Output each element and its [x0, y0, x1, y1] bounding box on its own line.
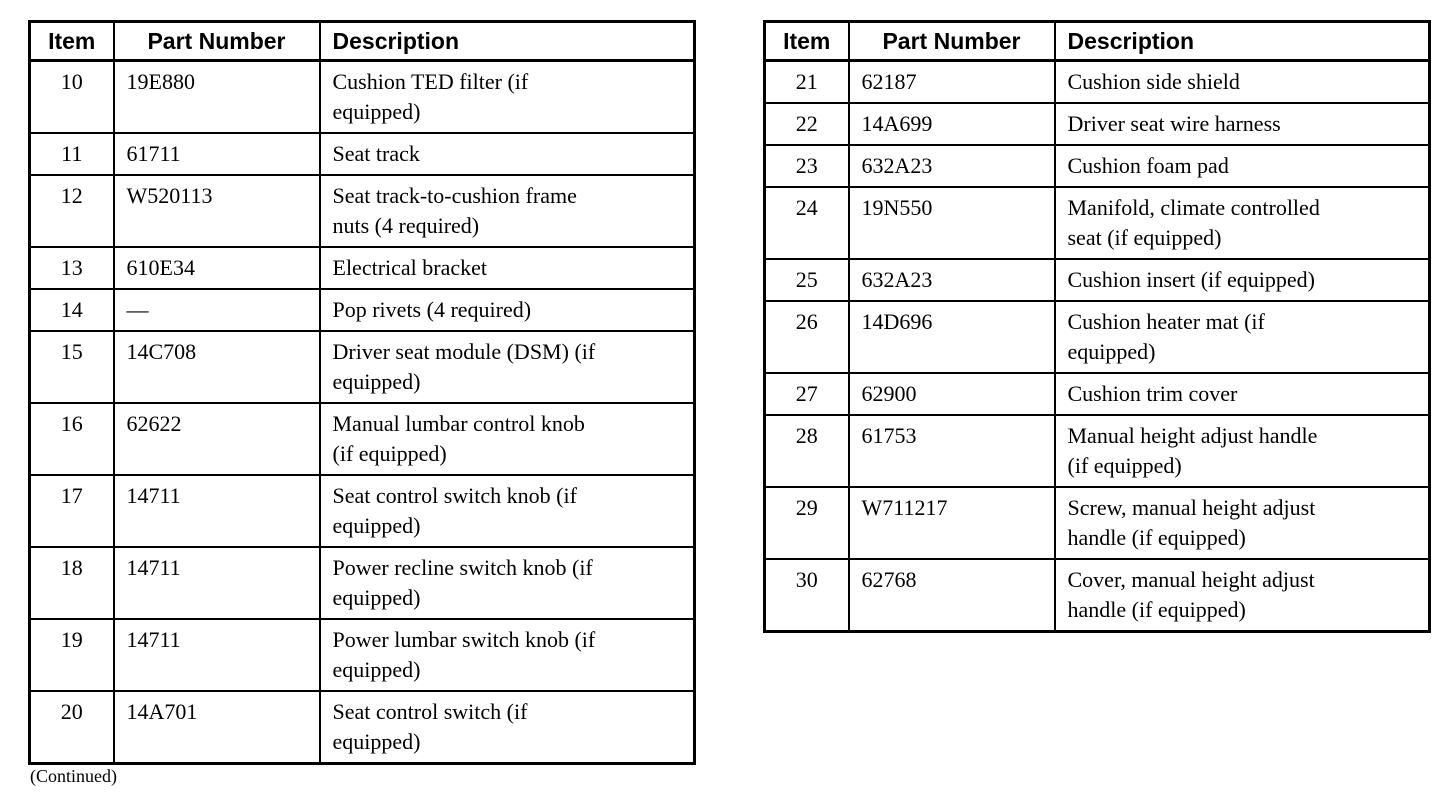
- part-number-cell: 62768: [847, 558, 1056, 633]
- column-header-part-number: Part Number: [112, 20, 321, 62]
- part-number-cell: 610E34: [112, 246, 321, 290]
- column-header-description: Description: [318, 20, 696, 62]
- description-cell: Seat control switch (if equipped): [318, 690, 696, 765]
- description-cell: Manifold, climate controlled seat (if eq…: [1053, 186, 1431, 260]
- description-cell: Screw, manual height adjust handle (if e…: [1053, 486, 1431, 560]
- column-header-description: Description: [1053, 20, 1431, 62]
- part-number-cell: 14A699: [847, 102, 1056, 146]
- item-cell: 16: [28, 402, 115, 476]
- column-header-item: Item: [763, 20, 850, 62]
- column-header-part-number: Part Number: [847, 20, 1056, 62]
- part-number-cell: 14D696: [847, 300, 1056, 374]
- item-cell: 22: [763, 102, 850, 146]
- part-number-cell: 19N550: [847, 186, 1056, 260]
- item-cell: 12: [28, 174, 115, 248]
- item-cell: 19: [28, 618, 115, 692]
- description-cell: Driver seat wire harness: [1053, 102, 1431, 146]
- description-cell: Power lumbar switch knob (if equipped): [318, 618, 696, 692]
- part-number-cell: 14C708: [112, 330, 321, 404]
- part-number-cell: W711217: [847, 486, 1056, 560]
- item-cell: 14: [28, 288, 115, 332]
- part-number-cell: 62900: [847, 372, 1056, 416]
- item-cell: 15: [28, 330, 115, 404]
- description-cell: Seat track: [318, 132, 696, 176]
- part-number-cell: 632A23: [847, 258, 1056, 302]
- part-number-cell: 61753: [847, 414, 1056, 488]
- description-cell: Driver seat module (DSM) (if equipped): [318, 330, 696, 404]
- part-number-cell: —: [112, 288, 321, 332]
- part-number-cell: 61711: [112, 132, 321, 176]
- item-cell: 29: [763, 486, 850, 560]
- part-number-cell: W520113: [112, 174, 321, 248]
- description-cell: Cover, manual height adjust handle (if e…: [1053, 558, 1431, 633]
- description-cell: Cushion side shield: [1053, 59, 1431, 104]
- part-number-cell: 14A701: [112, 690, 321, 765]
- item-cell: 17: [28, 474, 115, 548]
- item-cell: 18: [28, 546, 115, 620]
- item-cell: 27: [763, 372, 850, 416]
- item-cell: 25: [763, 258, 850, 302]
- part-number-cell: 62622: [112, 402, 321, 476]
- item-cell: 23: [763, 144, 850, 188]
- description-cell: Electrical bracket: [318, 246, 696, 290]
- table-row: 14—Pop rivets (4 required): [28, 288, 696, 332]
- item-cell: 20: [28, 690, 115, 765]
- description-cell: Seat track-to-cushion frame nuts (4 requ…: [318, 174, 696, 248]
- item-cell: 24: [763, 186, 850, 260]
- item-cell: 30: [763, 558, 850, 633]
- description-cell: Cushion insert (if equipped): [1053, 258, 1431, 302]
- item-cell: 10: [28, 59, 115, 134]
- description-cell: Seat control switch knob (if equipped): [318, 474, 696, 548]
- description-cell: Manual lumbar control knob (if equipped): [318, 402, 696, 476]
- part-number-cell: 62187: [847, 59, 1056, 104]
- part-number-cell: 632A23: [847, 144, 1056, 188]
- item-cell: 13: [28, 246, 115, 290]
- item-cell: 28: [763, 414, 850, 488]
- description-cell: Cushion heater mat (if equipped): [1053, 300, 1431, 374]
- item-cell: 26: [763, 300, 850, 374]
- part-number-cell: 19E880: [112, 59, 321, 134]
- continued-label: (Continued): [30, 766, 117, 786]
- part-number-cell: 14711: [112, 546, 321, 620]
- item-cell: 21: [763, 59, 850, 104]
- item-cell: 11: [28, 132, 115, 176]
- description-cell: Pop rivets (4 required): [318, 288, 696, 332]
- description-cell: Cushion TED filter (if equipped): [318, 59, 696, 134]
- description-cell: Cushion foam pad: [1053, 144, 1431, 188]
- part-number-cell: 14711: [112, 618, 321, 692]
- description-cell: Power recline switch knob (if equipped): [318, 546, 696, 620]
- column-header-item: Item: [28, 20, 115, 62]
- description-cell: Manual height adjust handle (if equipped…: [1053, 414, 1431, 488]
- description-cell: Cushion trim cover: [1053, 372, 1431, 416]
- part-number-cell: 14711: [112, 474, 321, 548]
